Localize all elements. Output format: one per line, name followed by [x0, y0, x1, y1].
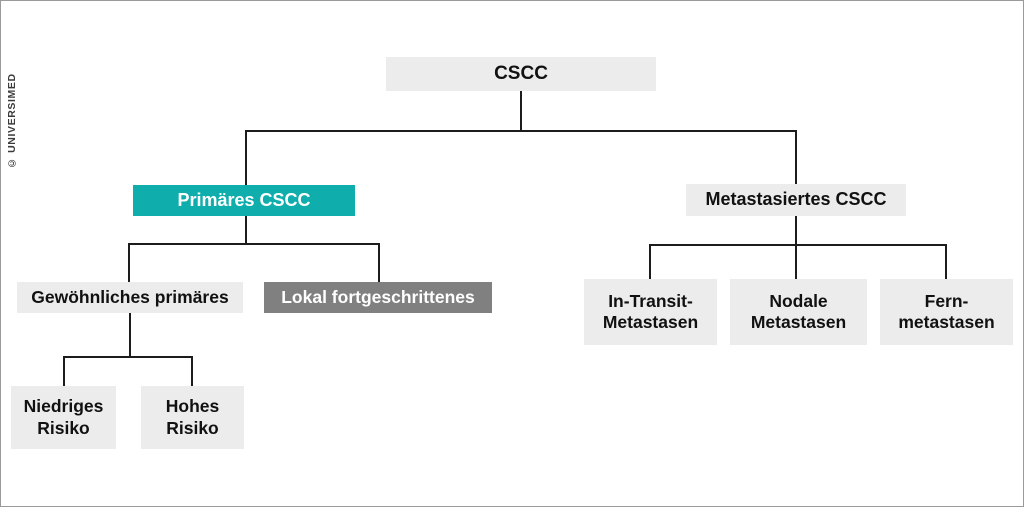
connector-common-to-lowrisk	[63, 356, 65, 387]
connector-meta-to-distant	[945, 244, 947, 280]
node-low-risk[interactable]: Niedriges Risiko	[11, 386, 116, 449]
node-cscc[interactable]: CSCC	[386, 57, 656, 91]
node-in-transit-metastases-label-line1: In-Transit-	[608, 290, 693, 311]
connector-primary-to-locadv	[378, 243, 380, 283]
node-distant-metastases-label-line1: Fern-	[924, 290, 969, 311]
node-nodal-metastases[interactable]: Nodale Metastasen	[730, 279, 867, 345]
node-high-risk-label-line1: Hohes	[165, 396, 220, 417]
node-cscc-label: CSCC	[494, 63, 548, 85]
connector-root-to-primary	[245, 130, 247, 186]
node-metastatic-cscc[interactable]: Metastasiertes CSCC	[686, 184, 906, 216]
node-distant-metastases[interactable]: Fern- metastasen	[880, 279, 1013, 345]
node-locally-advanced[interactable]: Lokal fortgeschrittenes	[264, 282, 492, 313]
node-primary-cscc[interactable]: Primäres CSCC	[133, 185, 355, 216]
node-nodal-metastases-label-line1: Nodale	[769, 290, 828, 311]
node-distant-metastases-label-line2: metastasen	[898, 312, 995, 332]
node-locally-advanced-label: Lokal fortgeschrittenes	[281, 286, 475, 307]
connector-meta-to-intransit	[649, 244, 651, 280]
node-low-risk-label-line2: Risiko	[37, 417, 90, 438]
connector-root-to-meta	[795, 130, 797, 185]
connector-primary-bus	[128, 243, 380, 245]
connector-root-stem	[520, 91, 522, 131]
connector-root-bus	[245, 130, 797, 132]
connector-common-bus	[63, 356, 193, 358]
connector-meta-stem	[795, 216, 797, 280]
node-high-risk[interactable]: Hohes Risiko	[141, 386, 244, 449]
node-common-primary[interactable]: Gewöhnliches primäres	[17, 282, 243, 313]
node-nodal-metastases-label-line2: Metastasen	[750, 312, 847, 332]
copyright-label: © UNIVERSIMED	[6, 73, 18, 169]
node-metastatic-cscc-label: Metastasiertes CSCC	[705, 189, 887, 210]
connector-primary-to-common	[128, 243, 130, 283]
node-in-transit-metastases-label-line2: Metastasen	[602, 312, 699, 332]
connector-meta-bus	[649, 244, 947, 246]
connector-primary-stem	[245, 216, 247, 244]
node-common-primary-label: Gewöhnliches primäres	[31, 286, 229, 307]
connector-common-stem	[129, 313, 131, 357]
node-primary-cscc-label: Primäres CSCC	[177, 189, 311, 210]
connector-common-to-highrisk	[191, 356, 193, 387]
node-high-risk-label-line2: Risiko	[166, 417, 219, 438]
node-low-risk-label-line1: Niedriges	[23, 396, 104, 417]
node-in-transit-metastases[interactable]: In-Transit- Metastasen	[584, 279, 717, 345]
